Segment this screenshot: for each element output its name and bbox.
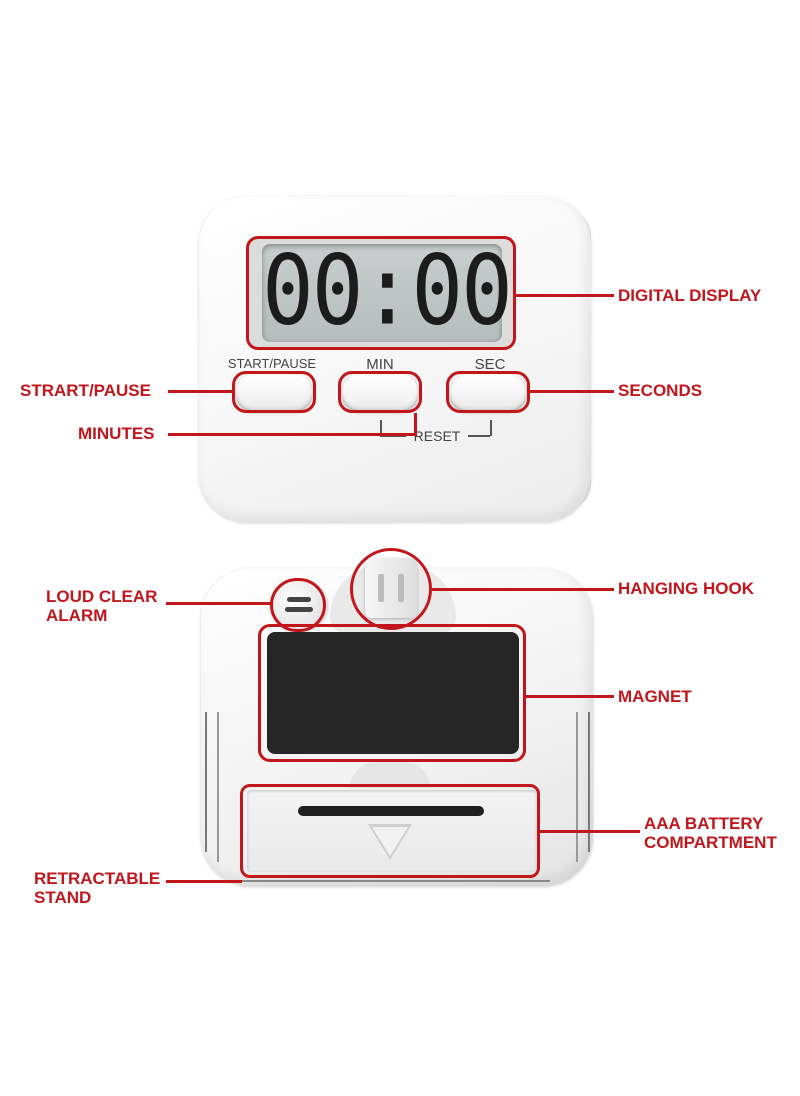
magnet-plate bbox=[267, 632, 519, 754]
battery-cover-slot bbox=[298, 806, 484, 816]
stand-leader bbox=[166, 880, 242, 883]
stand-callout-line1: RETRACTABLE bbox=[34, 869, 161, 888]
sec-button[interactable] bbox=[450, 374, 526, 410]
alarm-callout-line1: LOUD CLEAR bbox=[46, 587, 158, 606]
start-pause-button[interactable] bbox=[236, 374, 312, 410]
hanging-hook-callout: HANGING HOOK bbox=[618, 579, 754, 598]
minutes-leader-vertical bbox=[414, 413, 417, 435]
reset-label: RESET bbox=[413, 428, 461, 444]
battery-leader bbox=[540, 830, 640, 833]
start-pause-callout: STRART/PAUSE bbox=[20, 381, 151, 400]
lcd-digits: 00:00 bbox=[262, 235, 513, 347]
start-pause-highlight bbox=[232, 371, 316, 413]
alarm-leader bbox=[166, 602, 272, 605]
seconds-callout: SECONDS bbox=[618, 381, 703, 400]
lcd-screen bbox=[262, 244, 502, 342]
digital-display-highlight bbox=[246, 236, 516, 350]
slide-arrow-icon-fill bbox=[372, 827, 408, 856]
speaker-highlight bbox=[270, 578, 326, 632]
hanging-hook-leader bbox=[432, 588, 614, 591]
minutes-leader bbox=[168, 433, 417, 436]
digital-display-callout: DIGITAL DISPLAY bbox=[618, 286, 762, 305]
alarm-callout-line2: ALARM bbox=[46, 606, 108, 625]
magnet-highlight bbox=[258, 624, 526, 762]
stand-callout-line2: STAND bbox=[34, 888, 92, 907]
battery-highlight bbox=[240, 784, 540, 878]
battery-callout-line1: AAA BATTERY bbox=[644, 814, 764, 833]
magnet-leader bbox=[526, 695, 614, 698]
minutes-callout: MINUTES bbox=[78, 424, 155, 443]
start-pause-label: START/PAUSE bbox=[227, 356, 317, 371]
min-label: MIN bbox=[366, 356, 394, 373]
magnet-callout: MAGNET bbox=[618, 687, 692, 706]
min-highlight bbox=[338, 371, 422, 413]
min-button[interactable] bbox=[342, 374, 418, 410]
sec-highlight bbox=[446, 371, 530, 413]
digital-display-leader bbox=[516, 294, 614, 297]
sec-label: SEC bbox=[474, 356, 506, 373]
seconds-leader bbox=[530, 390, 614, 393]
battery-callout-line2: COMPARTMENT bbox=[644, 833, 777, 852]
stand-hinge bbox=[350, 762, 430, 788]
hanging-hook-highlight bbox=[350, 548, 432, 630]
start-pause-leader bbox=[168, 390, 232, 393]
